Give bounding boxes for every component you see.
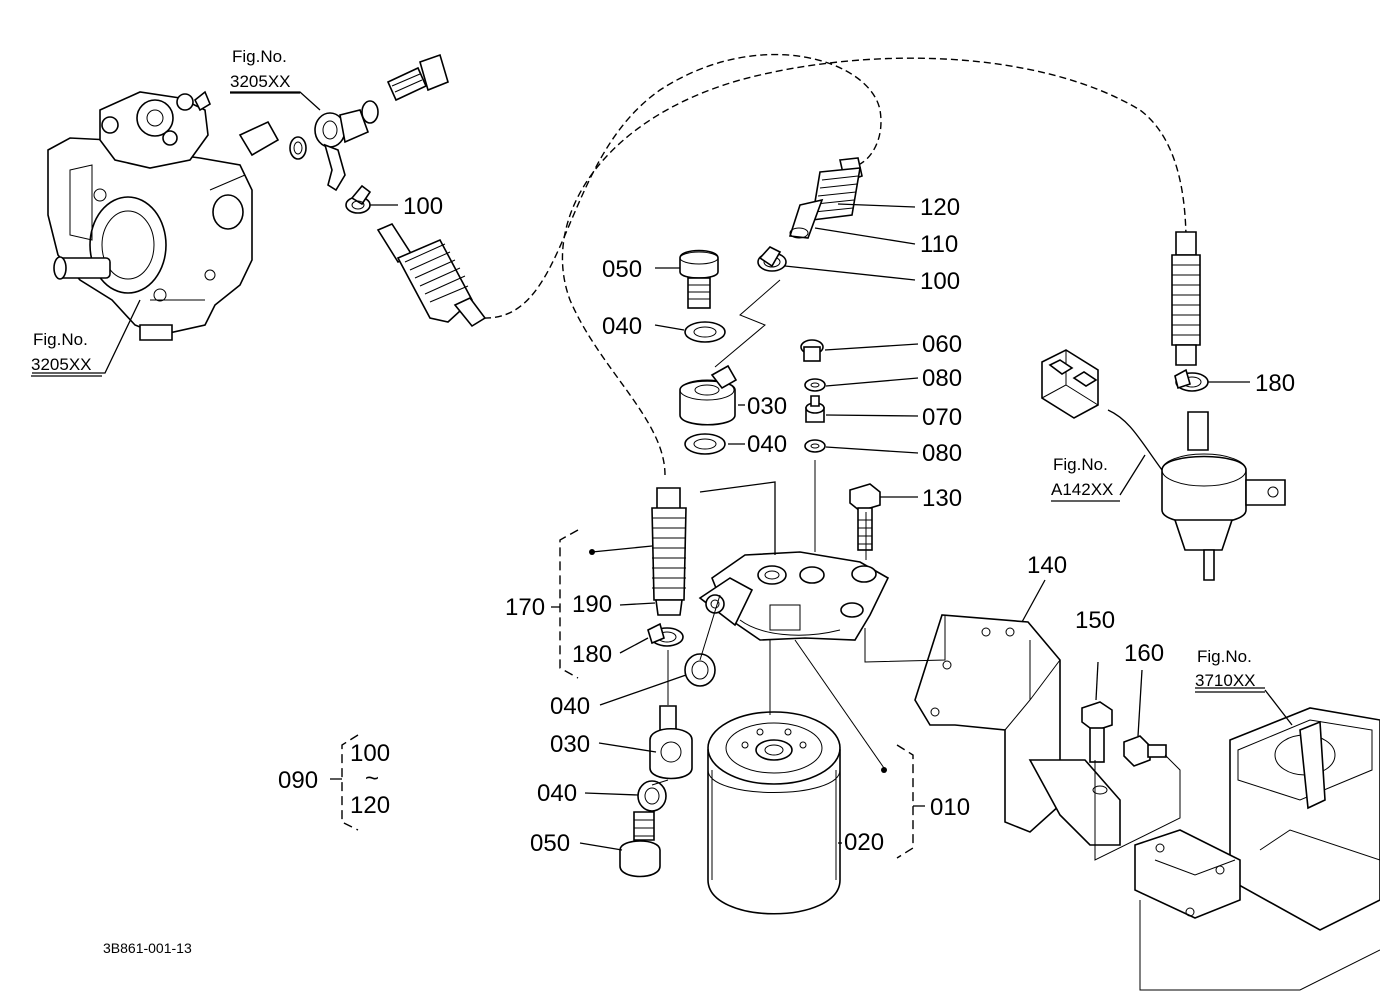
callout-100: 100 <box>920 268 960 295</box>
leader-dot-170 <box>589 549 595 555</box>
hose-clamp-180-lower <box>647 622 684 647</box>
fuel-filter-cartridge <box>707 711 841 915</box>
fig-ref-caption: Fig.No. <box>1053 455 1108 474</box>
callout-080: 080 <box>922 440 962 467</box>
banjo-bolt-050-lower <box>619 811 661 878</box>
fuel-line-dashed-loop <box>561 57 1187 476</box>
assembly-id: 090 <box>278 767 318 794</box>
callout-040: 040 <box>747 431 787 458</box>
callout-170: 170 <box>505 594 545 621</box>
assembly-range-end: 120 <box>350 792 390 819</box>
fig-ref-caption: Fig.No. <box>232 47 287 66</box>
callout-180: 180 <box>1255 370 1295 397</box>
callout-040: 040 <box>537 780 577 807</box>
washer-040-upper <box>684 321 726 343</box>
fuel-hose-190 <box>651 487 687 616</box>
bolt-130 <box>849 483 881 551</box>
callout-140: 140 <box>1027 552 1067 579</box>
fuel-hose-right <box>1171 231 1201 366</box>
callout-110: 110 <box>920 231 958 258</box>
bolt-150 <box>1081 701 1113 763</box>
banjo-bolt-050-upper <box>679 249 719 309</box>
bracket-170 <box>559 529 579 679</box>
drawing-code: 3B861-001-13 <box>103 940 192 956</box>
hose-clamp-100-pump <box>345 184 372 214</box>
callout-010: 010 <box>930 794 970 821</box>
callout-150: 150 <box>1075 607 1115 634</box>
engine-housing <box>1134 707 1380 991</box>
fig-ref-number: A142XX <box>1051 480 1113 499</box>
fig-ref-underlines <box>31 92 1265 693</box>
callout-050: 050 <box>530 830 570 857</box>
fig-ref-caption: Fig.No. <box>33 330 88 349</box>
washer-080-lower <box>804 439 826 453</box>
fuel-line-dashed <box>483 53 882 319</box>
callout-050: 050 <box>602 256 642 283</box>
callout-040: 040 <box>550 693 590 720</box>
fig-ref-number: 3205XX <box>31 355 92 374</box>
bolt-160 <box>1123 735 1167 767</box>
fuel-hose-120-110 <box>788 157 863 239</box>
callout-040: 040 <box>602 313 642 340</box>
washer-040-lower-a <box>684 653 716 687</box>
callout-070: 070 <box>922 404 962 431</box>
plug-070 <box>805 395 825 423</box>
washer-080-upper <box>804 378 826 392</box>
assembly-range-tilde: ~ <box>365 765 379 792</box>
assembly-range-start: 100 <box>350 740 390 767</box>
callout-180: 180 <box>572 641 612 668</box>
fuel-hose-pump-side <box>376 222 487 328</box>
callout-030: 030 <box>747 393 787 420</box>
bracket-140 <box>914 614 1121 846</box>
callout-030: 030 <box>550 731 590 758</box>
fig-ref-caption: Fig.No. <box>1197 647 1252 666</box>
callout-120: 120 <box>920 194 960 221</box>
fig-ref-number: 3710XX <box>1195 671 1256 690</box>
screw-060 <box>800 339 824 362</box>
pump-banjo-fitting <box>289 53 449 192</box>
fuel-pump-solenoid <box>1107 409 1286 581</box>
bracket-090 <box>341 734 359 831</box>
banjo-fitting-030-lower <box>649 705 693 780</box>
callout-160: 160 <box>1124 640 1164 667</box>
fig-ref-number: 3205XX <box>230 72 291 91</box>
washer-040-middle <box>684 433 726 455</box>
bracket-010 <box>896 744 914 859</box>
solenoid-connector <box>1041 349 1099 419</box>
callout-130: 130 <box>922 485 962 512</box>
leader-dot-010 <box>881 767 887 773</box>
filter-head <box>698 551 890 641</box>
callout-020: 020 <box>844 829 884 856</box>
callout-100: 100 <box>403 193 443 220</box>
callout-060: 060 <box>922 331 962 358</box>
callout-190: 190 <box>572 591 612 618</box>
leader-lines <box>32 91 1293 861</box>
fuel-injection-pump <box>47 90 280 341</box>
callout-080: 080 <box>922 365 962 392</box>
banjo-fitting-030-upper <box>679 364 738 426</box>
hose-clamp-100-filter <box>757 246 787 272</box>
hose-clamp-180-right <box>1174 368 1209 392</box>
washer-040-lower-b <box>637 780 667 812</box>
